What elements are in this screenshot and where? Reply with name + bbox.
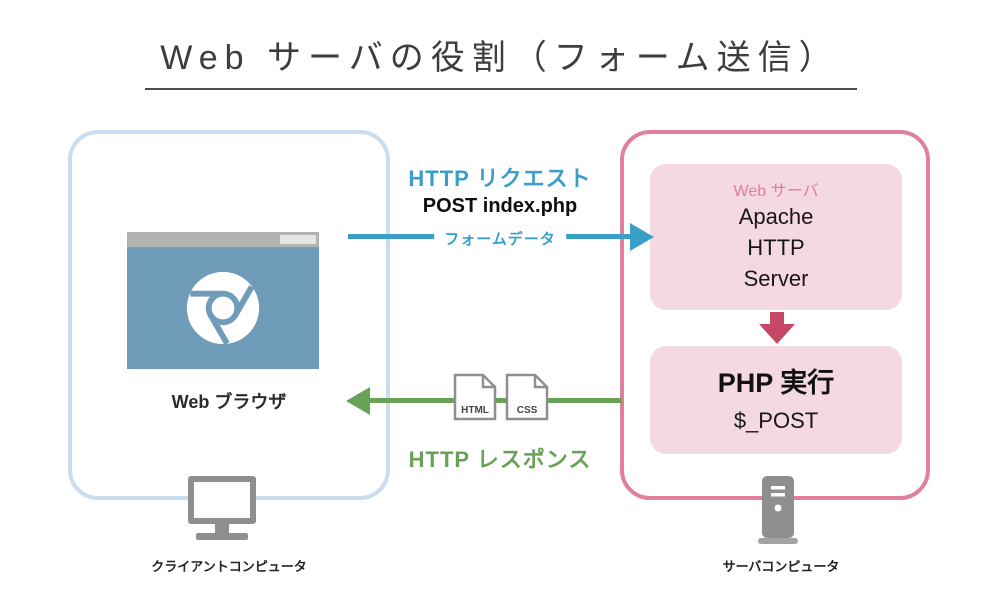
http-response-label: HTTP レスポンス	[408, 447, 592, 472]
html-file-icon: HTML	[453, 373, 497, 426]
php-title: PHP 実行	[717, 368, 835, 398]
server-flow-arrow-icon	[759, 312, 795, 344]
css-file-label: CSS	[517, 405, 538, 416]
browser-window	[127, 232, 319, 369]
server-computer-icon	[758, 476, 798, 544]
browser-urlbar	[280, 235, 316, 244]
apache-line-3: Server	[743, 266, 809, 291]
form-data-label: フォームデータ	[434, 227, 566, 250]
browser-toolbar	[127, 232, 319, 247]
response-arrowhead-icon	[346, 387, 370, 415]
server-computer-label: サーバコンピュータ	[722, 559, 840, 574]
http-request-label: HTTP リクエスト	[408, 166, 592, 191]
client-computer-label: クライアントコンピュータ	[151, 559, 307, 574]
chrome-logo-icon	[186, 271, 260, 345]
client-computer-icon	[188, 476, 256, 540]
request-arrowhead-icon	[630, 223, 654, 251]
browser-viewport	[127, 247, 319, 369]
page-title: Web サーバの役割（フォーム送信）	[160, 39, 840, 77]
php-variable: $_POST	[733, 408, 819, 433]
apache-line-2: HTTP	[747, 235, 805, 260]
css-file-icon: CSS	[505, 373, 549, 426]
browser-label: Web ブラウザ	[171, 392, 287, 412]
web-server-panel-label: Web サーバ	[733, 183, 819, 200]
php-panel: PHP 実行 $_POST	[650, 346, 902, 454]
http-request-method: POST index.php	[422, 195, 578, 217]
web-server-panel: Web サーバ Apache HTTP Server	[650, 164, 902, 310]
html-file-label: HTML	[461, 405, 489, 416]
apache-line-1: Apache	[738, 204, 814, 229]
title-underline	[145, 88, 857, 90]
